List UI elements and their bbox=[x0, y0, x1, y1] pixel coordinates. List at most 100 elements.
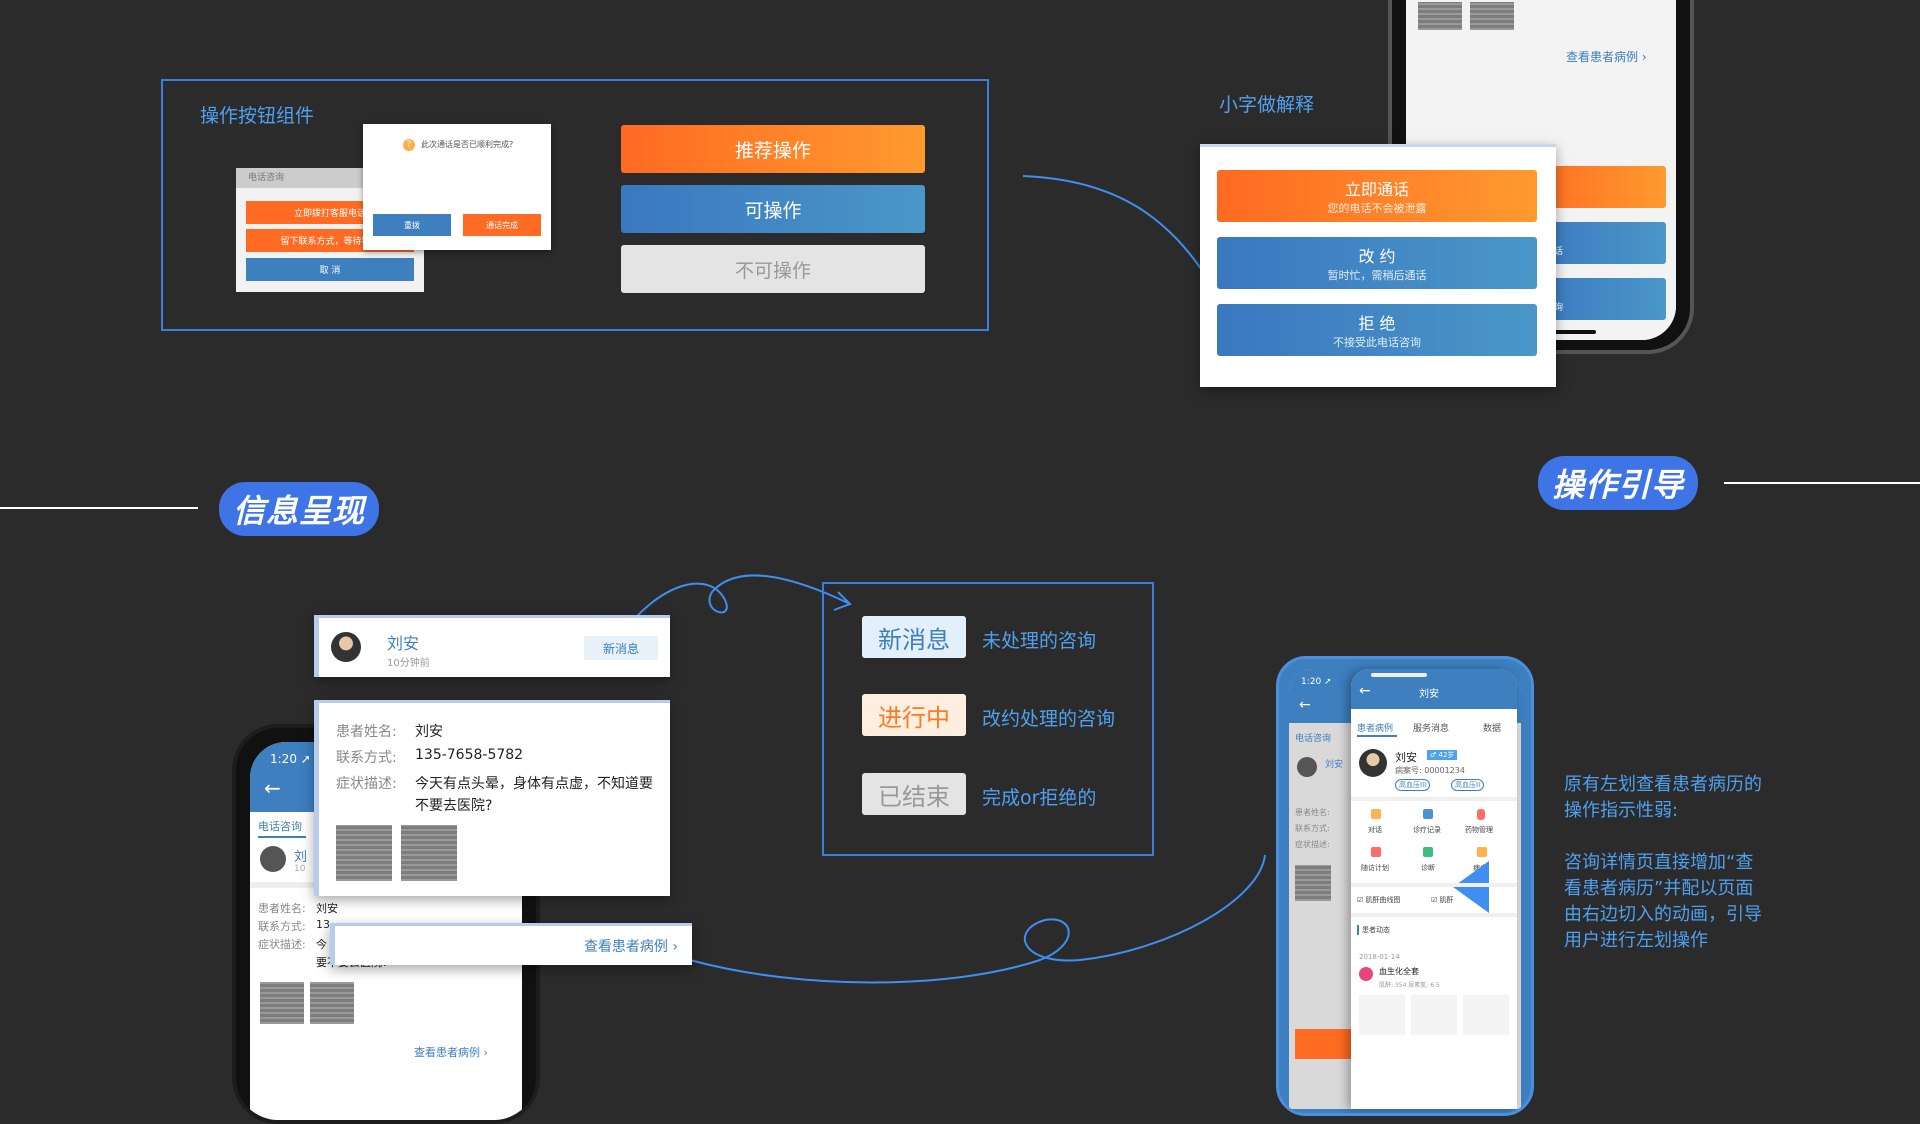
sheet-cancel-button[interactable]: 取 消 bbox=[246, 258, 414, 281]
contact-value: 135-7658-5782 bbox=[415, 747, 524, 763]
confirm-dialog-mock: ? 此次通话是否已顺利完成? 重拨 通话完成 bbox=[363, 124, 551, 250]
speaker-notch bbox=[1371, 673, 1427, 677]
description-solution: 咨询详情页直接增加“查看患者病历”并配以页面由右边切入的动画，引导用户进行左划操… bbox=[1564, 852, 1762, 951]
name-label: 患者姓名: bbox=[336, 724, 397, 740]
explained-buttons-card: 立即通话 您的电话不会被泄露 改 约 暂时忙，需稍后通话 拒 绝 不接受此电话咨… bbox=[1200, 144, 1556, 387]
record-number: 病案号: 00001234 bbox=[1395, 766, 1465, 775]
divider bbox=[1351, 913, 1517, 917]
grid-label[interactable]: 随访计划 bbox=[1361, 864, 1389, 872]
tab-service-message[interactable]: 服务消息 bbox=[1413, 724, 1450, 734]
view-record-link[interactable]: 查看患者病例 › bbox=[414, 1046, 488, 1059]
tab-data[interactable]: 数据 bbox=[1483, 724, 1502, 734]
name-partial: 刘 bbox=[294, 850, 308, 865]
record-title: 刘安 bbox=[1419, 689, 1439, 700]
lab-report-images bbox=[1359, 995, 1509, 1035]
right-phone-frame: 1:20 ➚ ← 电话咨询 刘安 患者姓名: 联系方式: 症状描述: ← 刘安 … bbox=[1276, 656, 1534, 1116]
message-card[interactable]: 刘安 10分钟前 新消息 bbox=[314, 615, 670, 677]
name-value: 刘安 bbox=[316, 902, 338, 915]
image-thumb bbox=[1470, 2, 1514, 30]
patient-record-page: ← 刘安 患者病例 服务消息 数据 刘安 ♂ 42岁 病案号: 00001234… bbox=[1351, 669, 1517, 1109]
history-icon bbox=[1477, 847, 1487, 857]
guide-description: 原有左划查看患者病历的操作指示性弱: 咨询详情页直接增加“查看患者病历”并配以页… bbox=[1564, 772, 1764, 954]
view-record-card[interactable]: 查看患者病例 › bbox=[330, 923, 692, 965]
lab-icon bbox=[1359, 967, 1373, 981]
status-tag-ended: 已结束 bbox=[862, 773, 966, 815]
reject-sub: 不接受此电话咨询 bbox=[1333, 336, 1421, 349]
tab-phone-consult[interactable]: 电话咨询 bbox=[258, 820, 302, 833]
view-record-link[interactable]: 查看患者病例 › bbox=[1566, 50, 1647, 64]
image-thumb bbox=[1418, 2, 1462, 30]
grid-label[interactable]: 对话 bbox=[1368, 826, 1382, 834]
record-icon bbox=[1423, 809, 1433, 819]
tab-underline bbox=[258, 836, 306, 838]
symptom-label: 症状描述: bbox=[336, 776, 397, 792]
patient-detail-card: 患者姓名: 刘安 联系方式: 135-7658-5782 症状描述: 今天有点头… bbox=[314, 700, 670, 896]
name-value: 刘安 bbox=[415, 724, 443, 740]
home-indicator bbox=[1516, 330, 1596, 334]
reject-button[interactable]: 拒 绝 不接受此电话咨询 bbox=[1217, 304, 1537, 356]
call-done-button[interactable]: 通话完成 bbox=[463, 214, 541, 236]
name-label: 患者姓名: bbox=[258, 902, 306, 915]
avatar bbox=[1359, 749, 1387, 777]
grid-label[interactable]: 诊断 bbox=[1421, 864, 1435, 872]
status-desc-new: 未处理的咨询 bbox=[982, 630, 1097, 652]
medicine-icon bbox=[1477, 809, 1485, 820]
under-label: 症状描述: bbox=[1295, 840, 1330, 849]
check-label: 肌酐 bbox=[1439, 896, 1454, 904]
image-thumb bbox=[401, 825, 457, 881]
tab-underline bbox=[1357, 735, 1397, 737]
contact-value: 13 bbox=[316, 918, 330, 931]
description-problem: 原有左划查看患者病历的操作指示性弱: bbox=[1564, 774, 1762, 821]
age-badge: ♂ 42岁 bbox=[1427, 750, 1458, 760]
followup-icon bbox=[1371, 847, 1381, 857]
creatinine-check[interactable]: ☑ 肌酐 bbox=[1431, 896, 1454, 904]
back-arrow-icon[interactable]: ← bbox=[1299, 697, 1311, 713]
avatar bbox=[1297, 757, 1317, 777]
status-time: 1:20 ➚ bbox=[270, 752, 311, 766]
status-legend-panel: 新消息 未处理的咨询 进行中 改约处理的咨询 已结束 完成or拒绝的 bbox=[822, 582, 1154, 856]
available-button[interactable]: 可操作 bbox=[621, 185, 925, 233]
new-message-badge: 新消息 bbox=[584, 636, 658, 660]
grid-label[interactable]: 诊疗记录 bbox=[1413, 826, 1441, 834]
call-now-label: 立即通话 bbox=[1344, 180, 1409, 199]
avatar bbox=[260, 846, 286, 872]
image-thumb bbox=[310, 982, 354, 1024]
grid-label[interactable]: 药物管理 bbox=[1465, 826, 1493, 834]
reject-label: 拒 绝 bbox=[1358, 314, 1396, 333]
recommend-button[interactable]: 推荐操作 bbox=[621, 125, 925, 173]
tab-patient-record[interactable]: 患者病例 bbox=[1357, 724, 1394, 734]
divider bbox=[1351, 797, 1517, 801]
button-component-panel: 操作按钮组件 电话咨询 立即拨打客服电话 留下联系方式，等待客服 取 消 ? 此… bbox=[161, 79, 989, 331]
dialog-question: 此次通话是否已顺利完成? bbox=[421, 140, 514, 149]
symptom-value: 今天有点头晕，身体有点虚，不知道要不要去医院? bbox=[415, 776, 653, 814]
under-label: 患者姓名: bbox=[1295, 808, 1330, 817]
question-icon: ? bbox=[403, 139, 415, 151]
under-labels: 患者姓名: 联系方式: 症状描述: bbox=[1295, 805, 1330, 853]
disease-tag: 高血压II bbox=[1451, 779, 1485, 791]
time-partial: 10 bbox=[294, 864, 306, 874]
redial-button[interactable]: 重拨 bbox=[373, 214, 451, 236]
contact-label: 联系方式: bbox=[258, 920, 306, 933]
image-thumb bbox=[260, 982, 304, 1024]
back-arrow-icon[interactable]: ← bbox=[264, 776, 281, 800]
creatinine-chart-check[interactable]: ☑ 肌酐曲线图 bbox=[1357, 896, 1401, 904]
view-record-link[interactable]: 查看患者病例 › bbox=[583, 939, 678, 955]
reschedule-button[interactable]: 改 约 暂时忙，需稍后通话 bbox=[1217, 237, 1537, 289]
under-name: 刘安 bbox=[1325, 760, 1344, 770]
disease-tag: 高血压III bbox=[1395, 779, 1431, 791]
orange-button-partial[interactable] bbox=[1295, 1029, 1355, 1059]
image-thumb bbox=[1295, 865, 1331, 901]
status-time: 1:20 ➚ bbox=[1301, 677, 1332, 687]
dialog-icon bbox=[1371, 809, 1381, 819]
diagnosis-icon bbox=[1423, 847, 1433, 857]
lab-values: 肌酐: 354 尿素氮: 6.5 bbox=[1379, 982, 1440, 989]
disabled-button: 不可操作 bbox=[621, 245, 925, 293]
message-name: 刘安 bbox=[387, 634, 420, 653]
patient-feed-title: 患者动态 bbox=[1357, 925, 1390, 935]
call-now-sub: 您的电话不会被泄露 bbox=[1327, 202, 1427, 215]
feed-date: 2018-01-14 bbox=[1359, 953, 1400, 961]
back-arrow-icon[interactable]: ← bbox=[1359, 683, 1371, 699]
small-text-caption: 小字做解释 bbox=[1219, 94, 1315, 116]
call-now-button[interactable]: 立即通话 您的电话不会被泄露 bbox=[1217, 170, 1537, 222]
avatar bbox=[331, 632, 361, 662]
